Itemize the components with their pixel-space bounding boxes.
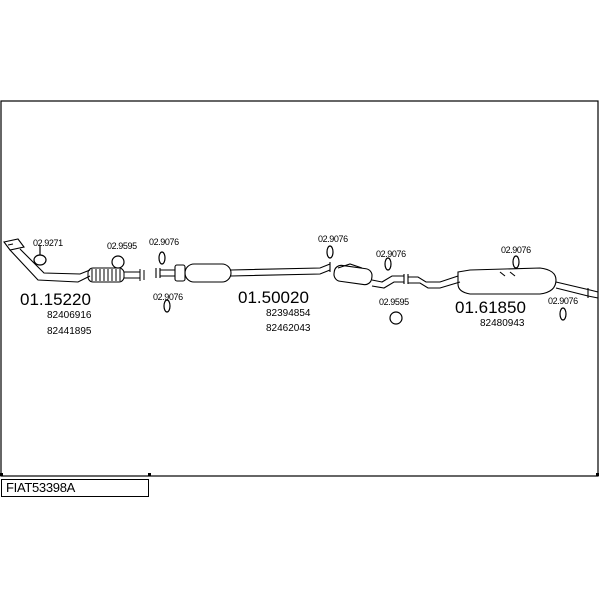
middle-pipe [155,262,331,283]
drawing-frame [0,100,599,477]
frame-corner-mark [596,473,599,476]
fitting-label: 02.9271 [33,238,63,248]
gasket-ring [389,311,403,325]
part-code: 01.50020 [238,288,309,307]
part-ref: 82394854 [266,308,311,319]
fitting-label: 02.9076 [149,237,179,247]
clamp-ring [163,299,171,313]
intermediate-silencer [333,263,409,289]
gasket-ring [111,255,125,269]
part-ref: 82441895 [47,326,92,337]
clamp-ring [512,255,520,269]
front-pipe [3,238,91,283]
drawing-title: FIAT53398A [1,479,149,497]
clamp-ring [326,245,334,259]
fittings [33,245,567,325]
clamp-ring [559,307,567,321]
part-code: 01.15220 [20,290,91,309]
frame-corner-mark [148,473,151,476]
fitting-label: 02.9595 [107,241,137,251]
fitting-label: 02.9595 [379,297,409,307]
part-ref: 82406916 [47,310,92,321]
flex-joint [87,267,145,283]
gasket-ring [33,254,47,266]
rear-silencer [408,267,599,299]
part-ref: 82480943 [480,318,525,329]
part-code: 01.61850 [455,298,526,317]
clamp-ring [384,257,392,271]
frame-corner-mark [0,473,3,476]
part-ref: 82462043 [266,323,311,334]
fitting-label: 02.9076 [153,292,183,302]
fitting-label: 02.9076 [501,245,531,255]
clamp-ring [158,251,166,265]
fitting-label: 02.9076 [376,249,406,259]
fitting-label: 02.9076 [318,234,348,244]
fitting-label: 02.9076 [548,296,578,306]
